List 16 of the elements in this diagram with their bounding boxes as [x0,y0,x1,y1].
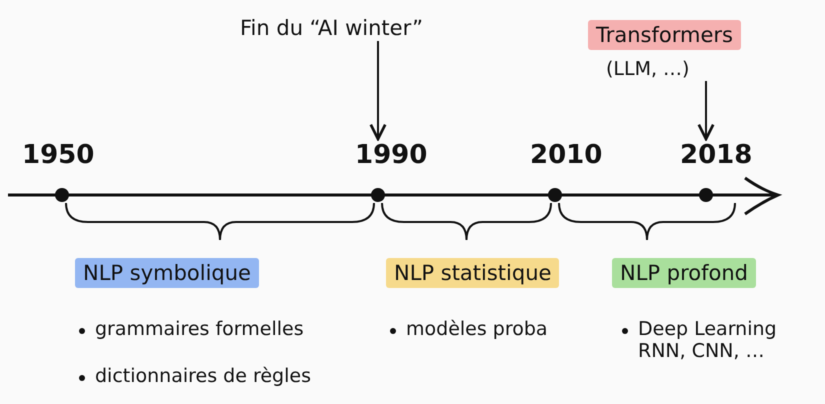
era-heading: Transformers [588,20,741,50]
bullet-item: grammaires formelles [75,318,304,340]
year-label: 2018 [680,140,754,170]
year-label: 1950 [22,140,96,170]
bullet-item: Deep Learning RNN, CNN, … [618,318,818,362]
bullet-item: modèles proba [386,318,548,340]
bullet-item: dictionnaires de règles [75,365,311,387]
annotation-text: (LLM, …) [606,58,690,80]
arrow [697,81,715,140]
year-label: 1990 [355,140,428,170]
era-heading: NLP symbolique [75,258,259,288]
era-heading: NLP statistique [386,258,560,288]
annotation-text: Fin du “AI winter” [240,16,423,40]
era-heading: NLP profond [612,258,756,288]
year-label: 2010 [530,140,604,170]
arrow [369,41,387,140]
